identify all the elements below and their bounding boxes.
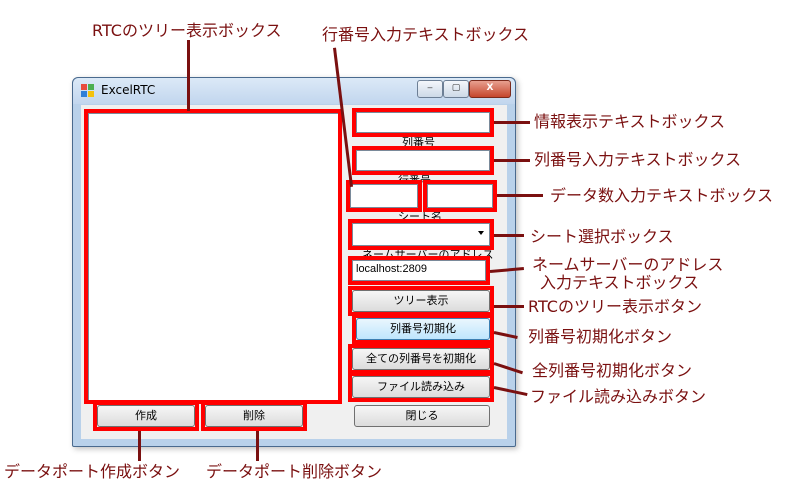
callout-line-column (494, 159, 530, 162)
sheet-select[interactable] (352, 223, 490, 246)
create-port-button[interactable]: 作成 (97, 405, 195, 427)
column-number-input[interactable] (356, 150, 490, 171)
rtc-tree-view[interactable] (88, 113, 340, 402)
info-textbox[interactable] (356, 112, 490, 133)
callout-load-file: ファイル読み込みボタン (530, 387, 707, 406)
callout-line-tree (187, 40, 190, 111)
callout-reset-all: 全列番号初期化ボタン (532, 361, 693, 380)
reset-column-button[interactable]: 列番号初期化 (356, 318, 490, 340)
title-bar[interactable]: ExcelRTC ‒ ▢ X (73, 78, 515, 104)
delete-port-button[interactable]: 削除 (205, 405, 303, 427)
callout-create-port: データポート作成ボタン (4, 462, 181, 481)
callout-column-input: 列番号入力テキストボックス (534, 150, 742, 169)
callout-line-create (138, 431, 141, 461)
window-title: ExcelRTC (101, 83, 156, 97)
callout-info-box: 情報表示テキストボックス (534, 112, 726, 131)
app-icon (81, 84, 95, 98)
sheet-name-label: シート名 (398, 210, 442, 223)
callout-data-count-input: データ数入力テキストボックス (550, 186, 774, 205)
reset-all-columns-button[interactable]: 全ての列番号を初期化 (352, 348, 490, 370)
callout-reset-column: 列番号初期化ボタン (528, 327, 673, 346)
column-number-label: 列番号 (402, 136, 435, 149)
chevron-down-icon (478, 231, 484, 235)
callout-rtc-tree-box: RTCのツリー表示ボックス (92, 21, 282, 40)
row-number-input[interactable] (350, 184, 418, 208)
close-window-button[interactable]: X (469, 80, 511, 98)
nameserver-input[interactable]: localhost:2809 (352, 260, 486, 281)
callout-line-info (494, 121, 530, 124)
callout-tree-button: RTCのツリー表示ボタン (528, 297, 702, 316)
callout-row-input: 行番号入力テキストボックス (322, 25, 530, 44)
callout-nameserver-line2: 入力テキストボックス (540, 273, 700, 292)
data-count-input[interactable] (427, 184, 493, 208)
callout-line-delete (256, 431, 259, 461)
maximize-button[interactable]: ▢ (443, 80, 469, 98)
maximize-icon: ▢ (451, 83, 461, 93)
callout-line-tree-button (494, 305, 524, 308)
callout-delete-port: データポート削除ボタン (206, 462, 383, 481)
minimize-button[interactable]: ‒ (417, 80, 443, 98)
close-button[interactable]: 閉じる (354, 405, 490, 427)
callout-sheet-select: シート選択ボックス (530, 227, 674, 246)
load-file-button[interactable]: ファイル読み込み (352, 376, 490, 398)
minimize-icon: ‒ (427, 83, 433, 93)
callout-line-data-count (497, 194, 543, 197)
callout-line-sheet (494, 234, 524, 237)
close-icon: X (486, 83, 494, 93)
tree-display-button[interactable]: ツリー表示 (352, 290, 490, 312)
callout-nameserver-line1: ネームサーバーのアドレス (532, 255, 724, 274)
